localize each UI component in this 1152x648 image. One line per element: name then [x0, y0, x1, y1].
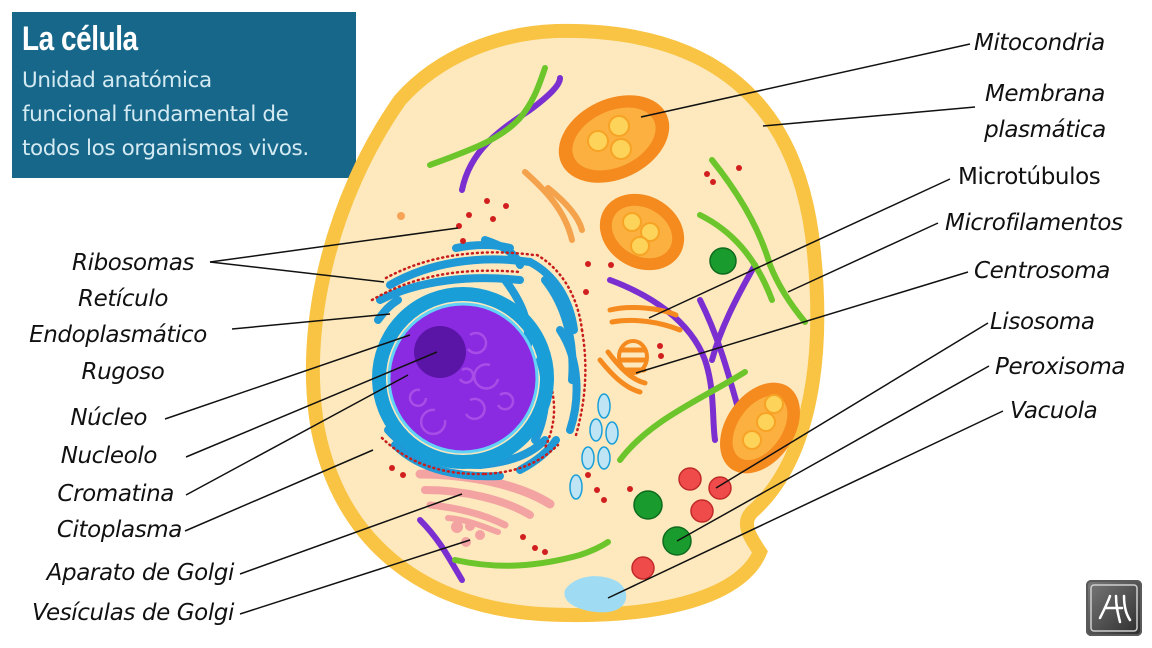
subtitle-line-2: funcional fundamental de	[22, 102, 289, 127]
label-reticulo-2: Endoplasmático	[29, 322, 207, 348]
label-membrana-1: Membrana	[984, 81, 1106, 107]
leader-lines	[164, 43, 1004, 615]
title: La célula	[22, 20, 138, 58]
label-nucleo: Núcleo	[70, 405, 147, 431]
microfilaments-group	[427, 65, 808, 569]
label-vesiculas-golgi: Vesículas de Golgi	[31, 600, 234, 626]
subtitle-line-3: todos los organismos vivos.	[22, 136, 309, 161]
vesicles	[569, 393, 619, 500]
label-citoplasma: Citoplasma	[56, 517, 183, 543]
vacuole	[564, 576, 627, 613]
label-mitocondria: Mitocondria	[974, 30, 1105, 56]
label-vacuola: Vacuola	[1010, 398, 1098, 424]
label-membrana-2: plasmática	[984, 117, 1106, 143]
label-ribosomas: Ribosomas	[72, 250, 194, 276]
mitochondrion-3	[720, 382, 800, 474]
centrosome	[597, 305, 683, 395]
free-ribosomes	[389, 165, 742, 555]
peroxisomes	[633, 247, 737, 556]
label-cromatina: Cromatina	[57, 481, 174, 507]
microtubules-group	[417, 75, 758, 583]
label-aparato-golgi: Aparato de Golgi	[46, 560, 235, 586]
nucleus	[372, 287, 554, 469]
label-microtubulos: Microtúbulos	[958, 164, 1101, 190]
title-box: La célula Unidad anatómica funcional fun…	[12, 12, 356, 178]
nucleolo-shape	[414, 326, 466, 378]
label-reticulo-3: Rugoso	[81, 359, 165, 385]
label-peroxisoma: Peroxisoma	[995, 354, 1126, 380]
golgi-apparatus	[415, 469, 555, 535]
label-centrosoma: Centrosoma	[974, 258, 1110, 284]
label-microfilamentos: Microfilamentos	[945, 210, 1123, 236]
logo-icon	[1086, 580, 1142, 636]
label-nucleolo: Nucleolo	[60, 443, 158, 469]
subtitle-line-1: Unidad anatómica	[22, 68, 212, 93]
label-reticulo-1: Retículo	[77, 286, 169, 312]
mitochondrion-2	[599, 193, 685, 271]
chromatin	[408, 331, 515, 436]
label-lisosoma: Lisosoma	[990, 309, 1095, 335]
